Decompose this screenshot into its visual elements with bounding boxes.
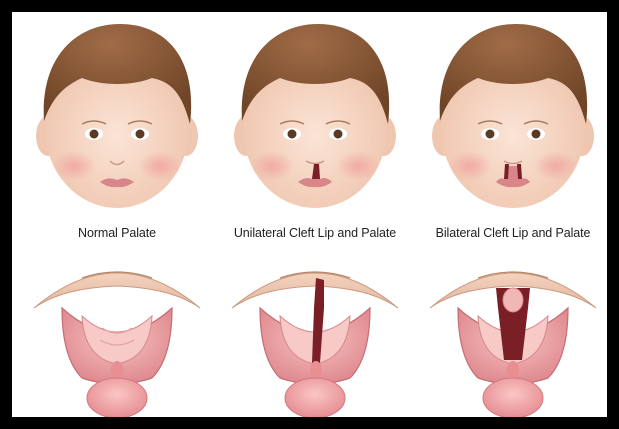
caption-unilateral-cleft: Unilateral Cleft Lip and Palate [216,226,414,240]
caption-bilateral-cleft: Bilateral Cleft Lip and Palate [414,226,612,240]
face-normal-illustration [32,16,202,216]
panel-bilateral: Bilateral Cleft Lip and Palate [414,12,612,417]
palate-unilateral-illustration [220,248,410,418]
palate-normal-illustration [22,248,212,418]
panel-unilateral: Unilateral Cleft Lip and Palate [216,12,414,417]
face-unilateral-illustration [230,16,400,216]
face-bilateral-illustration [428,16,598,216]
panel-normal: Normal Palate [18,12,216,417]
palate-bilateral-illustration [418,248,608,418]
caption-normal-palate: Normal Palate [18,226,216,240]
